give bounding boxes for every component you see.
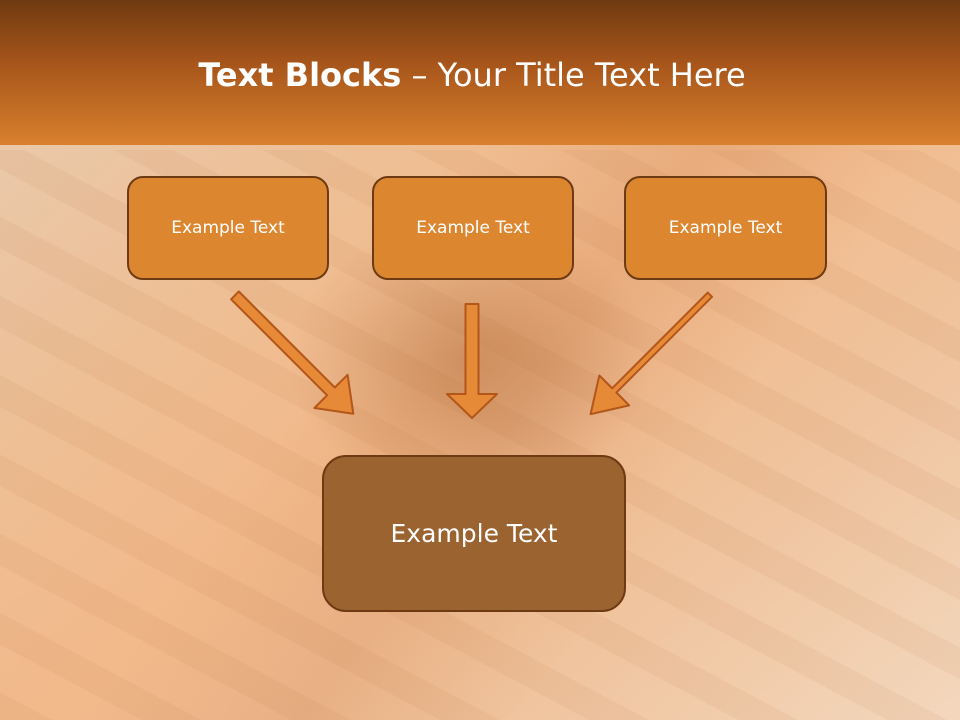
title-bold-part: Text Blocks [198,56,402,94]
text-block-3-label: Example Text [668,218,783,238]
text-block-2: Example Text [372,176,574,280]
target-text-block: Example Text [322,455,626,612]
arrow-middle-down [446,303,498,419]
slide-title: Text Blocks – Your Title Text Here [0,52,944,98]
title-bar: Text Blocks – Your Title Text Here [0,0,960,145]
text-block-1: Example Text [127,176,329,280]
title-separator: – [401,56,438,94]
text-block-1-label: Example Text [171,218,285,238]
arrow-right-to-center [589,291,713,416]
target-text-block-label: Example Text [390,519,558,548]
text-block-3: Example Text [624,176,827,280]
title-rest: Your Title Text Here [437,56,746,94]
arrow-left-to-center [230,290,355,415]
text-block-2-label: Example Text [416,218,530,238]
